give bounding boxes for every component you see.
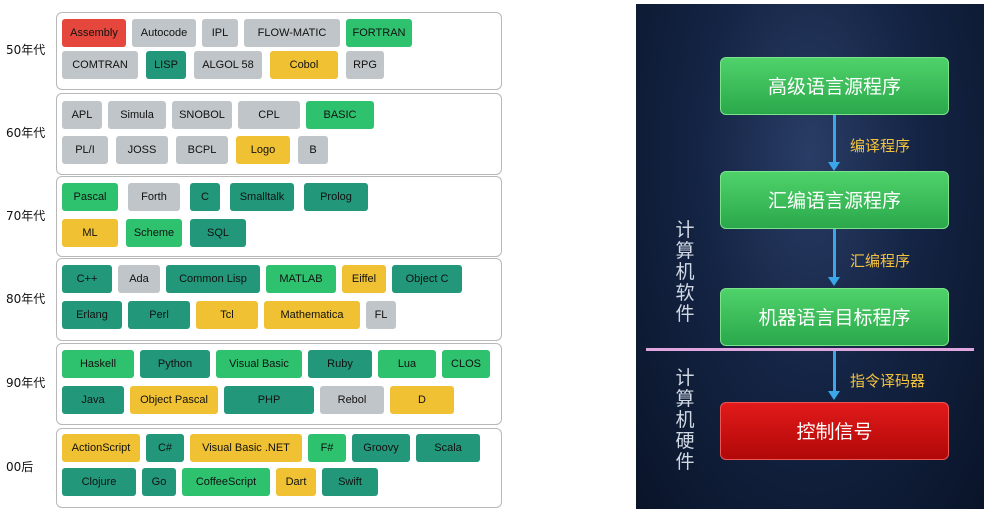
- arrow-1-line: [833, 115, 836, 163]
- language-chip: Common Lisp: [166, 265, 260, 293]
- language-chip: Prolog: [304, 183, 368, 211]
- language-chip: Object Pascal: [130, 386, 218, 414]
- language-chip: BCPL: [176, 136, 228, 164]
- language-chip: Clojure: [62, 468, 136, 496]
- language-chip: Python: [140, 350, 210, 378]
- language-chip: FL: [366, 301, 396, 329]
- era-label: 70年代: [6, 208, 46, 223]
- language-chip: RPG: [346, 51, 384, 79]
- language-chip: COMTRAN: [62, 51, 138, 79]
- language-chip: CoffeeScript: [182, 468, 270, 496]
- language-chip: Forth: [128, 183, 180, 211]
- language-chip: ML: [62, 219, 118, 247]
- era-label: 50年代: [6, 43, 46, 57]
- language-chip: SQL: [190, 219, 246, 247]
- hardware-side-label: 计算机硬件: [675, 367, 695, 473]
- language-chip: CLOS: [442, 350, 490, 378]
- software-hardware-divider: [646, 348, 974, 351]
- language-chip: PHP: [224, 386, 314, 414]
- software-side-label: 计算机软件: [675, 219, 695, 325]
- language-chip: Visual Basic .NET: [190, 434, 302, 462]
- language-chip: Cobol: [270, 51, 338, 79]
- language-chip: MATLAB: [266, 265, 336, 293]
- language-chip: Mathematica: [264, 301, 360, 329]
- language-chip: Pascal: [62, 183, 118, 211]
- language-chip: D: [390, 386, 454, 414]
- language-chip: Perl: [128, 301, 190, 329]
- arrow-3-head-icon: [828, 391, 840, 400]
- language-chip: ALGOL 58: [194, 51, 262, 79]
- language-chip: FORTRAN: [346, 19, 412, 47]
- language-chip: CPL: [238, 101, 300, 129]
- language-chip: Logo: [236, 136, 290, 164]
- language-chip: F#: [308, 434, 346, 462]
- arrow-1-head-icon: [828, 162, 840, 171]
- era-label: 80年代: [6, 291, 46, 306]
- arrow-3-line: [833, 351, 836, 392]
- language-chip: Assembly: [62, 19, 126, 47]
- era-label: 90年代: [6, 376, 46, 390]
- machine-object-box: 机器语言目标程序: [720, 288, 949, 346]
- step-compiler-label: 编译程序: [850, 137, 911, 155]
- language-chip: Go: [142, 468, 176, 496]
- language-chip: Scala: [416, 434, 480, 462]
- language-chip: JOSS: [116, 136, 168, 164]
- language-chip: Rebol: [320, 386, 384, 414]
- assembly-source-box: 汇编语言源程序: [720, 171, 949, 229]
- arrow-2-line: [833, 229, 836, 278]
- control-signal-box: 控制信号: [720, 402, 949, 460]
- arrow-2-head-icon: [828, 277, 840, 286]
- language-chip: SNOBOL: [172, 101, 232, 129]
- language-chip: IPL: [202, 19, 238, 47]
- language-chip: C: [190, 183, 220, 211]
- language-chip: Eiffel: [342, 265, 386, 293]
- language-chip: B: [298, 136, 328, 164]
- language-chip: FLOW-MATIC: [244, 19, 340, 47]
- language-chip: Ada: [118, 265, 160, 293]
- step-decoder-label: 指令译码器: [850, 372, 926, 390]
- language-chip: BASIC: [306, 101, 374, 129]
- language-chip: Simula: [108, 101, 166, 129]
- language-chip: C#: [146, 434, 184, 462]
- language-chip: Lua: [378, 350, 436, 378]
- language-chip: Swift: [322, 468, 378, 496]
- step-assembler-label: 汇编程序: [850, 252, 911, 270]
- high-level-source-box: 高级语言源程序: [720, 57, 949, 115]
- era-label: 00后: [6, 460, 34, 474]
- language-chip: Smalltalk: [230, 183, 294, 211]
- language-chip: ActionScript: [62, 434, 140, 462]
- language-chip: Erlang: [62, 301, 122, 329]
- language-chip: Tcl: [196, 301, 258, 329]
- language-chip: Visual Basic: [216, 350, 302, 378]
- language-chip: LISP: [146, 51, 186, 79]
- language-chip: Haskell: [62, 350, 134, 378]
- language-chip: Ruby: [308, 350, 372, 378]
- language-chip: C++: [62, 265, 112, 293]
- language-chip: Autocode: [132, 19, 196, 47]
- language-chip: Scheme: [126, 219, 182, 247]
- language-chip: Dart: [276, 468, 316, 496]
- language-chip: APL: [62, 101, 102, 129]
- language-chip: Java: [62, 386, 124, 414]
- language-chip: PL/I: [62, 136, 108, 164]
- compilation-flow-panel: 高级语言源程序 编译程序 汇编语言源程序 汇编程序 机器语言目标程序 指令译码器…: [636, 4, 984, 509]
- language-chip: Object C: [392, 265, 462, 293]
- era-label: 60年代: [6, 126, 46, 140]
- language-chip: Groovy: [352, 434, 410, 462]
